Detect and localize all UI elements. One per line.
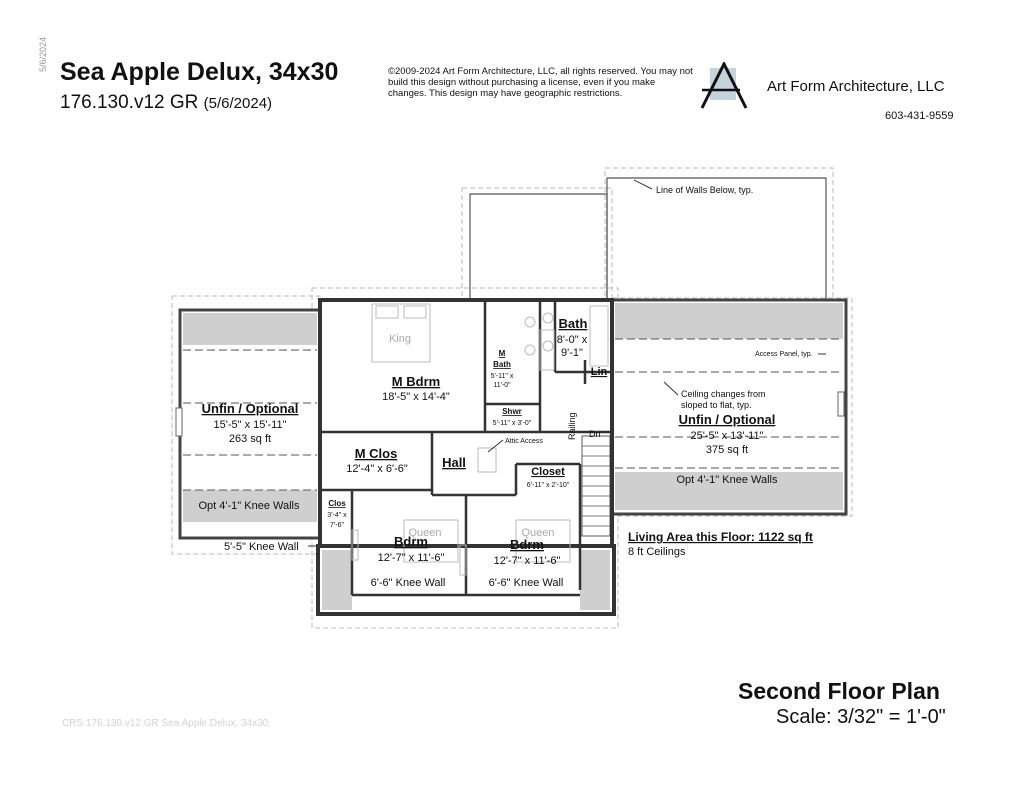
walls-below [469,177,827,300]
bdrm-right-dims: 12'-7" x 11'-6" [494,555,561,567]
attic-access-label: Attic Access [505,438,543,445]
floor-plan-title: Second Floor Plan [738,678,940,704]
bdrm-left-bed: Queen [408,527,441,539]
hall-label: Hall [442,455,466,470]
bdrm-right-label: Bdrm [510,537,544,552]
unfin-left-label: Unfin / Optional [202,401,299,416]
dn-label: Dn [589,429,601,439]
m-bath-dims-2: 11'-0" [493,382,511,389]
closet-dims: 6'-11" x 2'-10" [527,482,570,489]
company-logo-icon [700,62,748,109]
plan-code-text: 176.130.v12 GR [60,92,199,113]
ceiling-note-1: Ceiling changes from [681,389,766,399]
living-area-note: Living Area this Floor: 1122 sq ft [628,530,813,544]
room-labels: Unfin / Optional 15'-5" x 15'-11" 263 sq… [199,185,813,589]
unfin-right-area [610,298,848,516]
bath-dims-1: 8'-0" x [557,334,588,346]
unfin-left-knee: Opt 4'-1" Knee Walls [199,500,300,512]
knee-wall-left-note: 5'-5" Knee Wall [224,541,299,553]
bdrm-right-knee: 6'-6" Knee Wall [489,577,564,589]
unfin-right-area-value: 375 sq ft [706,444,748,456]
plan-title: Sea Apple Delux, 34x30 [60,58,339,86]
watermark: CRS 176.130.v12 GR Sea Apple Delux, 34x3… [62,718,269,729]
bath-dims-2: 9'-1" [561,347,583,359]
m-clos-label: M Clos [355,446,398,461]
bdrm-left-dims: 12'-7" x 11'-6" [378,552,445,564]
bdrm-right-bed: Queen [521,527,554,539]
clos-label: Clos [328,499,346,508]
clos-dims-1: 3'-4" x [327,512,347,519]
company-phone: 603-431-9559 [885,110,954,122]
stairs [581,435,611,537]
unfin-right-label: Unfin / Optional [679,412,776,427]
line-of-walls-note: Line of Walls Below, typ. [656,185,753,195]
bdrm-left-label: Bdrm [394,534,428,549]
ceilings-note: 8 ft Ceilings [628,546,686,558]
bdrm-left-knee: 6'-6" Knee Wall [371,577,446,589]
unfin-right-knee: Opt 4'-1" Knee Walls [677,474,778,486]
note-arrows [308,179,826,547]
access-panel-note: Access Panel, typ. [755,351,813,358]
furniture [351,303,609,576]
ceiling-note-2: sloped to flat, typ. [681,400,752,410]
m-clos-dims: 12'-4" x 6'-6" [346,463,408,475]
plan-code: 176.130.v12 GR (5/6/2024) [60,92,272,114]
m-bath-label-1: M [499,349,506,358]
unfin-right-dims: 25'-5" x 13'-11" [691,430,764,442]
interior-walls [318,300,612,597]
copyright-notice: ©2009-2024 Art Form Architecture, LLC, a… [388,66,693,99]
bath-label: Bath [559,316,588,331]
unfin-left-area [175,308,322,540]
closet-label: Closet [531,466,565,478]
railing-label: Railing [567,412,577,440]
m-bath-label-2: Bath [493,360,511,369]
shwr-label: Shwr [502,407,522,416]
unfin-left-area-value: 263 sq ft [229,433,271,445]
m-bdrm-dims: 18'-5" x 14'-4" [382,391,450,403]
m-bdrm-label: M Bdrm [392,374,440,389]
company-name: Art Form Architecture, LLC [767,78,945,95]
m-bath-dims-1: 5'-11" x [491,373,514,380]
unfin-left-dims: 15'-5" x 15'-11" [214,419,287,431]
m-bdrm-bed: King [389,333,411,345]
plan-date: (5/6/2024) [203,95,273,112]
shwr-dims: 5'-11" x 3'-0" [493,420,532,427]
clos-dims-2: 7'-6" [330,522,344,529]
floor-plan-scale: Scale: 3/32" = 1'-0" [776,706,946,728]
lin-label: Lin [591,366,608,378]
